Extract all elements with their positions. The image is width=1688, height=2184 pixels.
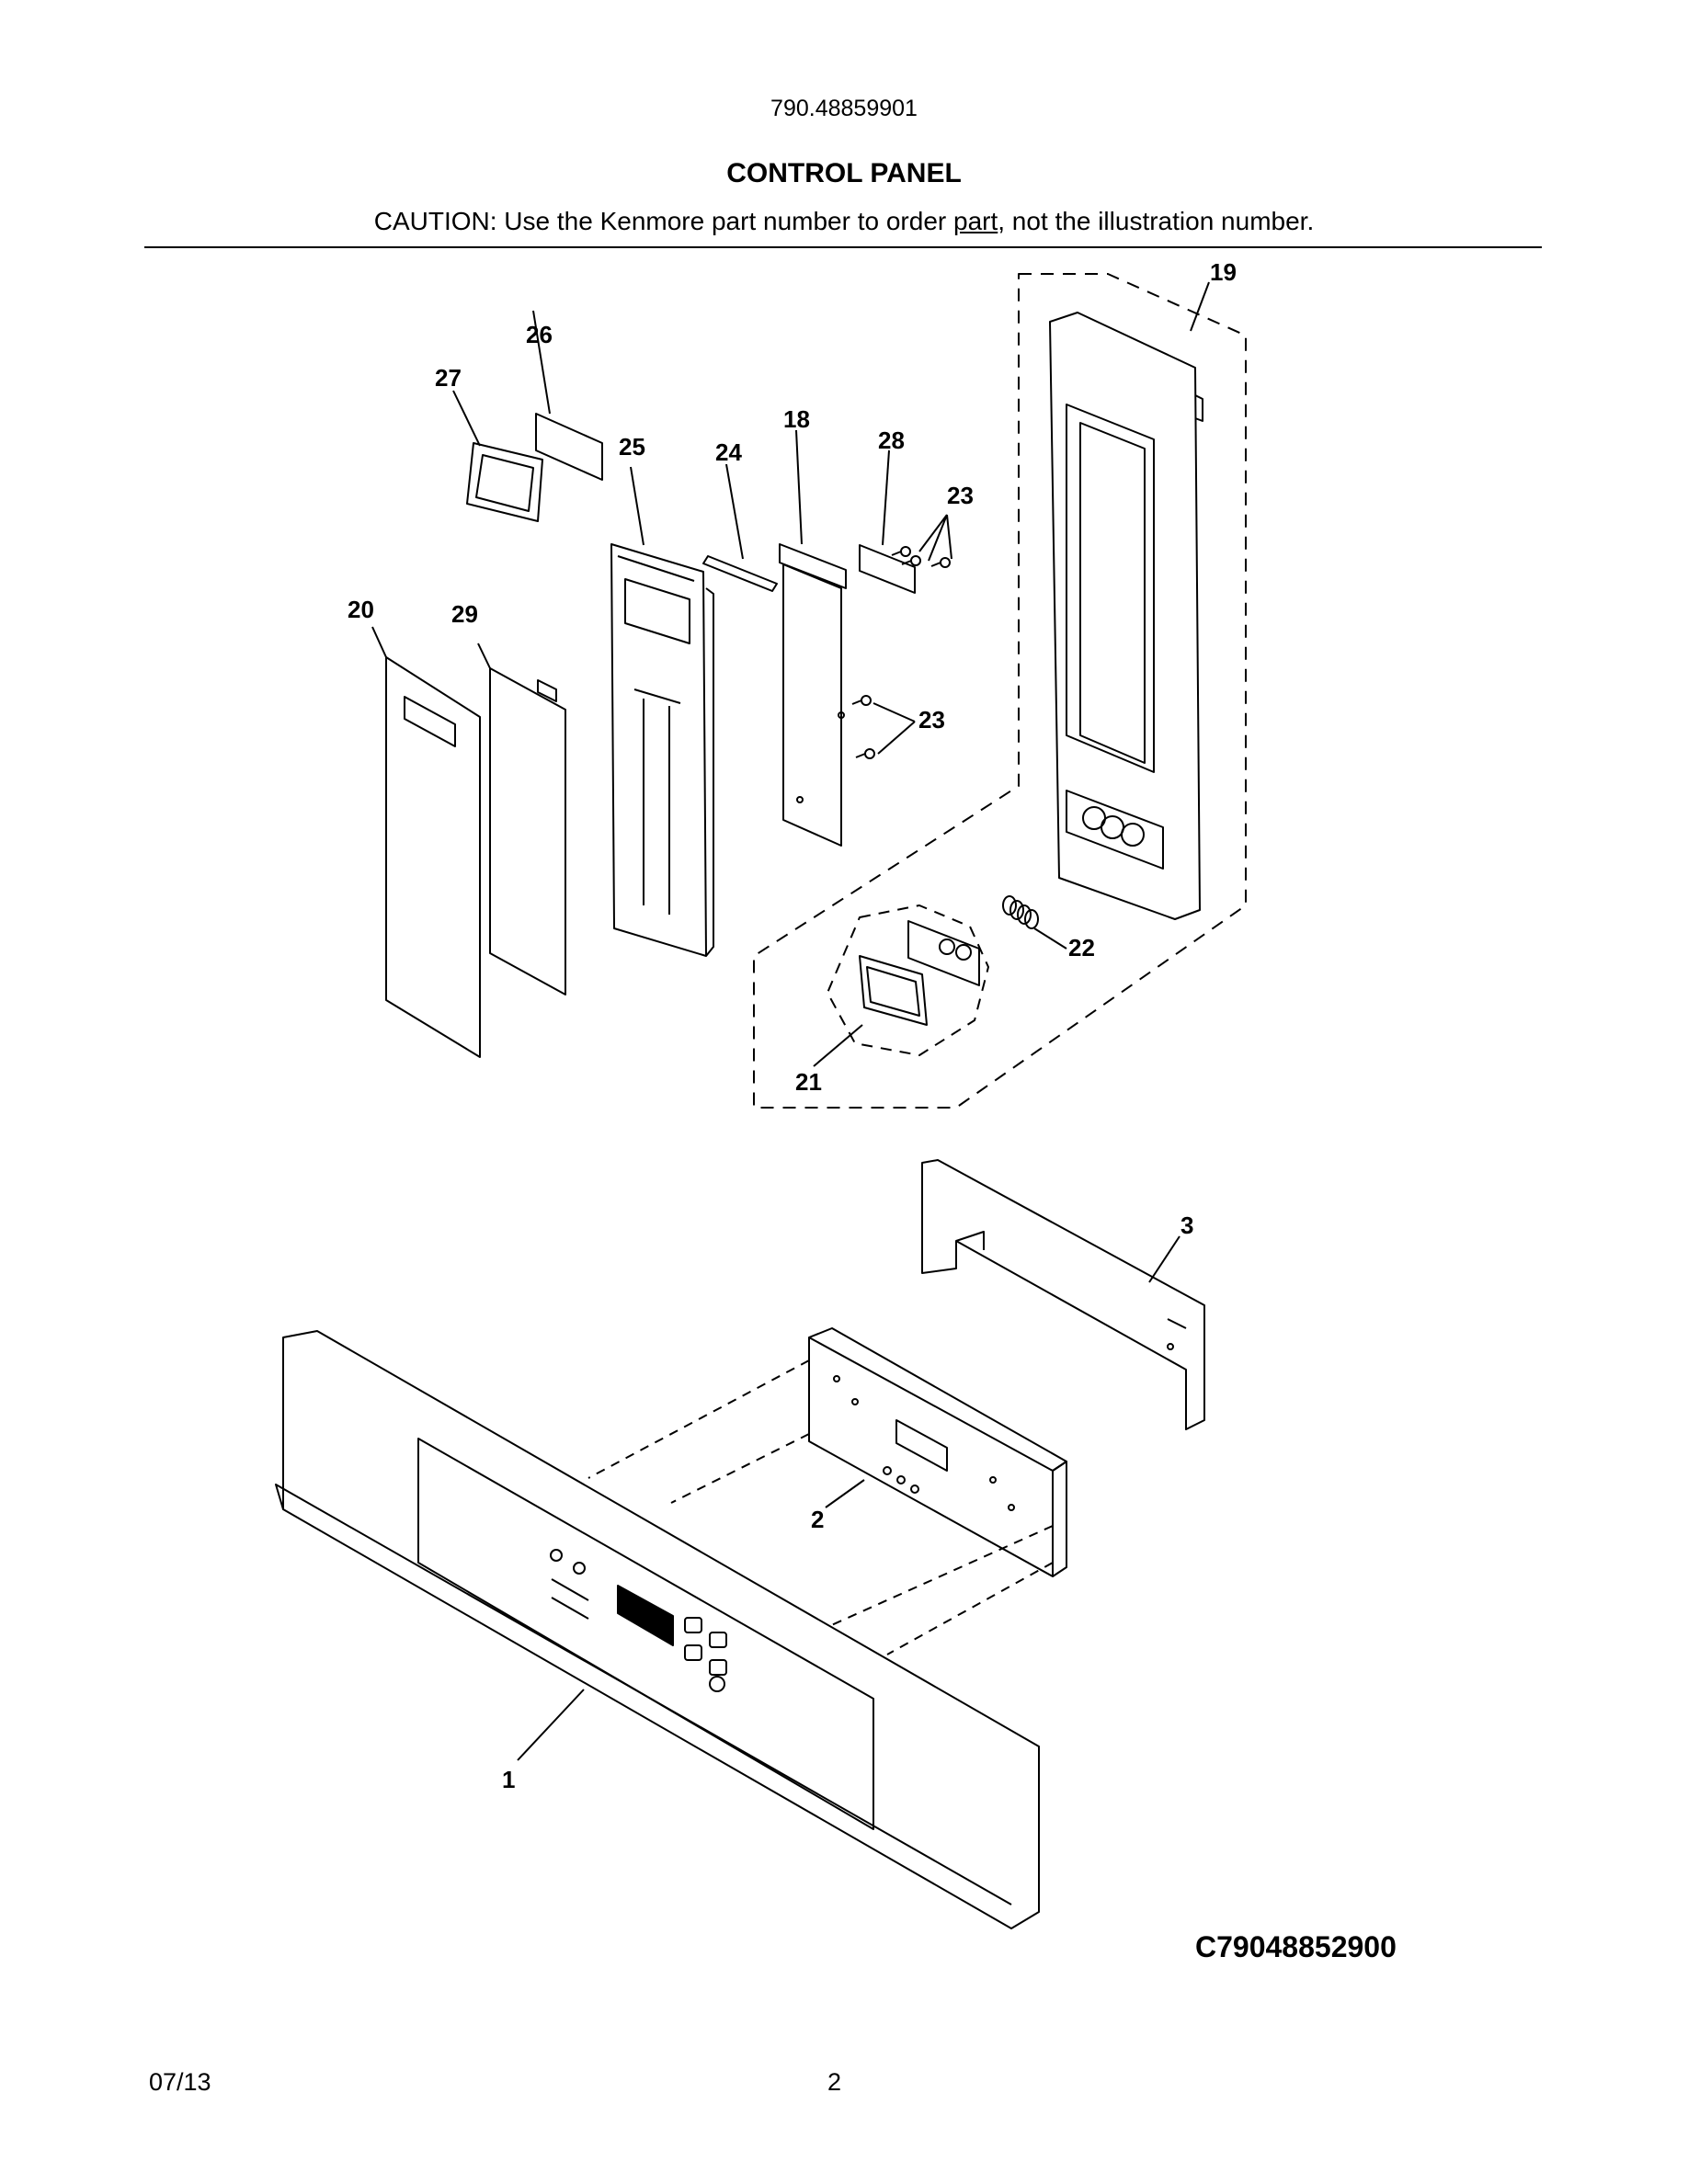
revision-date: 07/13 — [149, 2068, 211, 2096]
part-24-strip — [702, 555, 778, 592]
part-1-control-panel — [275, 1330, 1040, 1929]
figure-code: C79048852900 — [1195, 1930, 1397, 1963]
callout-22: 22 — [1068, 934, 1095, 961]
callout-23-upper: 23 — [947, 482, 974, 509]
caution-note: CAUTION: Use the Kenmore part number to … — [0, 207, 1688, 236]
part-23-screws-lower — [851, 695, 875, 759]
part-3-bracket — [921, 1159, 1205, 1430]
part-29-membrane — [489, 667, 566, 995]
part-26-plate — [535, 413, 603, 481]
callout-leader-lines — [371, 281, 1210, 1761]
part-21-knob-assembly — [827, 904, 989, 1056]
callout-24: 24 — [715, 438, 742, 466]
page-number: 2 — [827, 2068, 842, 2096]
part-25-bracket — [610, 543, 714, 957]
callout-3: 3 — [1180, 1211, 1193, 1239]
callout-2: 2 — [811, 1506, 824, 1533]
part-2-alignment-lines — [587, 1359, 1054, 1655]
part-22-spring — [1002, 895, 1039, 929]
part-2-control-board — [808, 1327, 1067, 1577]
callout-23-lower: 23 — [918, 706, 945, 734]
callout-20: 20 — [348, 596, 374, 623]
part-27-frame — [466, 442, 543, 522]
model-number: 790.48859901 — [770, 96, 918, 121]
callout-26: 26 — [526, 321, 553, 348]
callout-21: 21 — [795, 1068, 822, 1096]
callout-28: 28 — [878, 427, 905, 454]
part-23-screws-upper — [891, 546, 951, 568]
callout-19: 19 — [1210, 258, 1237, 286]
caution-part-word: part — [953, 207, 998, 235]
part-19-frame — [753, 273, 1247, 1109]
callout-25: 25 — [619, 433, 645, 461]
part-28-bracket — [859, 544, 916, 594]
header-divider — [144, 246, 1542, 248]
caution-prefix: CAUTION: Use the Kenmore part number to … — [373, 207, 953, 235]
part-20-overlay — [385, 656, 481, 1058]
part-18-board — [779, 543, 847, 847]
callout-29: 29 — [451, 600, 478, 628]
callout-27: 27 — [435, 364, 462, 392]
callout-1: 1 — [502, 1766, 515, 1793]
callout-18: 18 — [783, 405, 810, 433]
caution-suffix: , not the illustration number. — [998, 207, 1315, 235]
page-title: CONTROL PANEL — [726, 158, 962, 188]
